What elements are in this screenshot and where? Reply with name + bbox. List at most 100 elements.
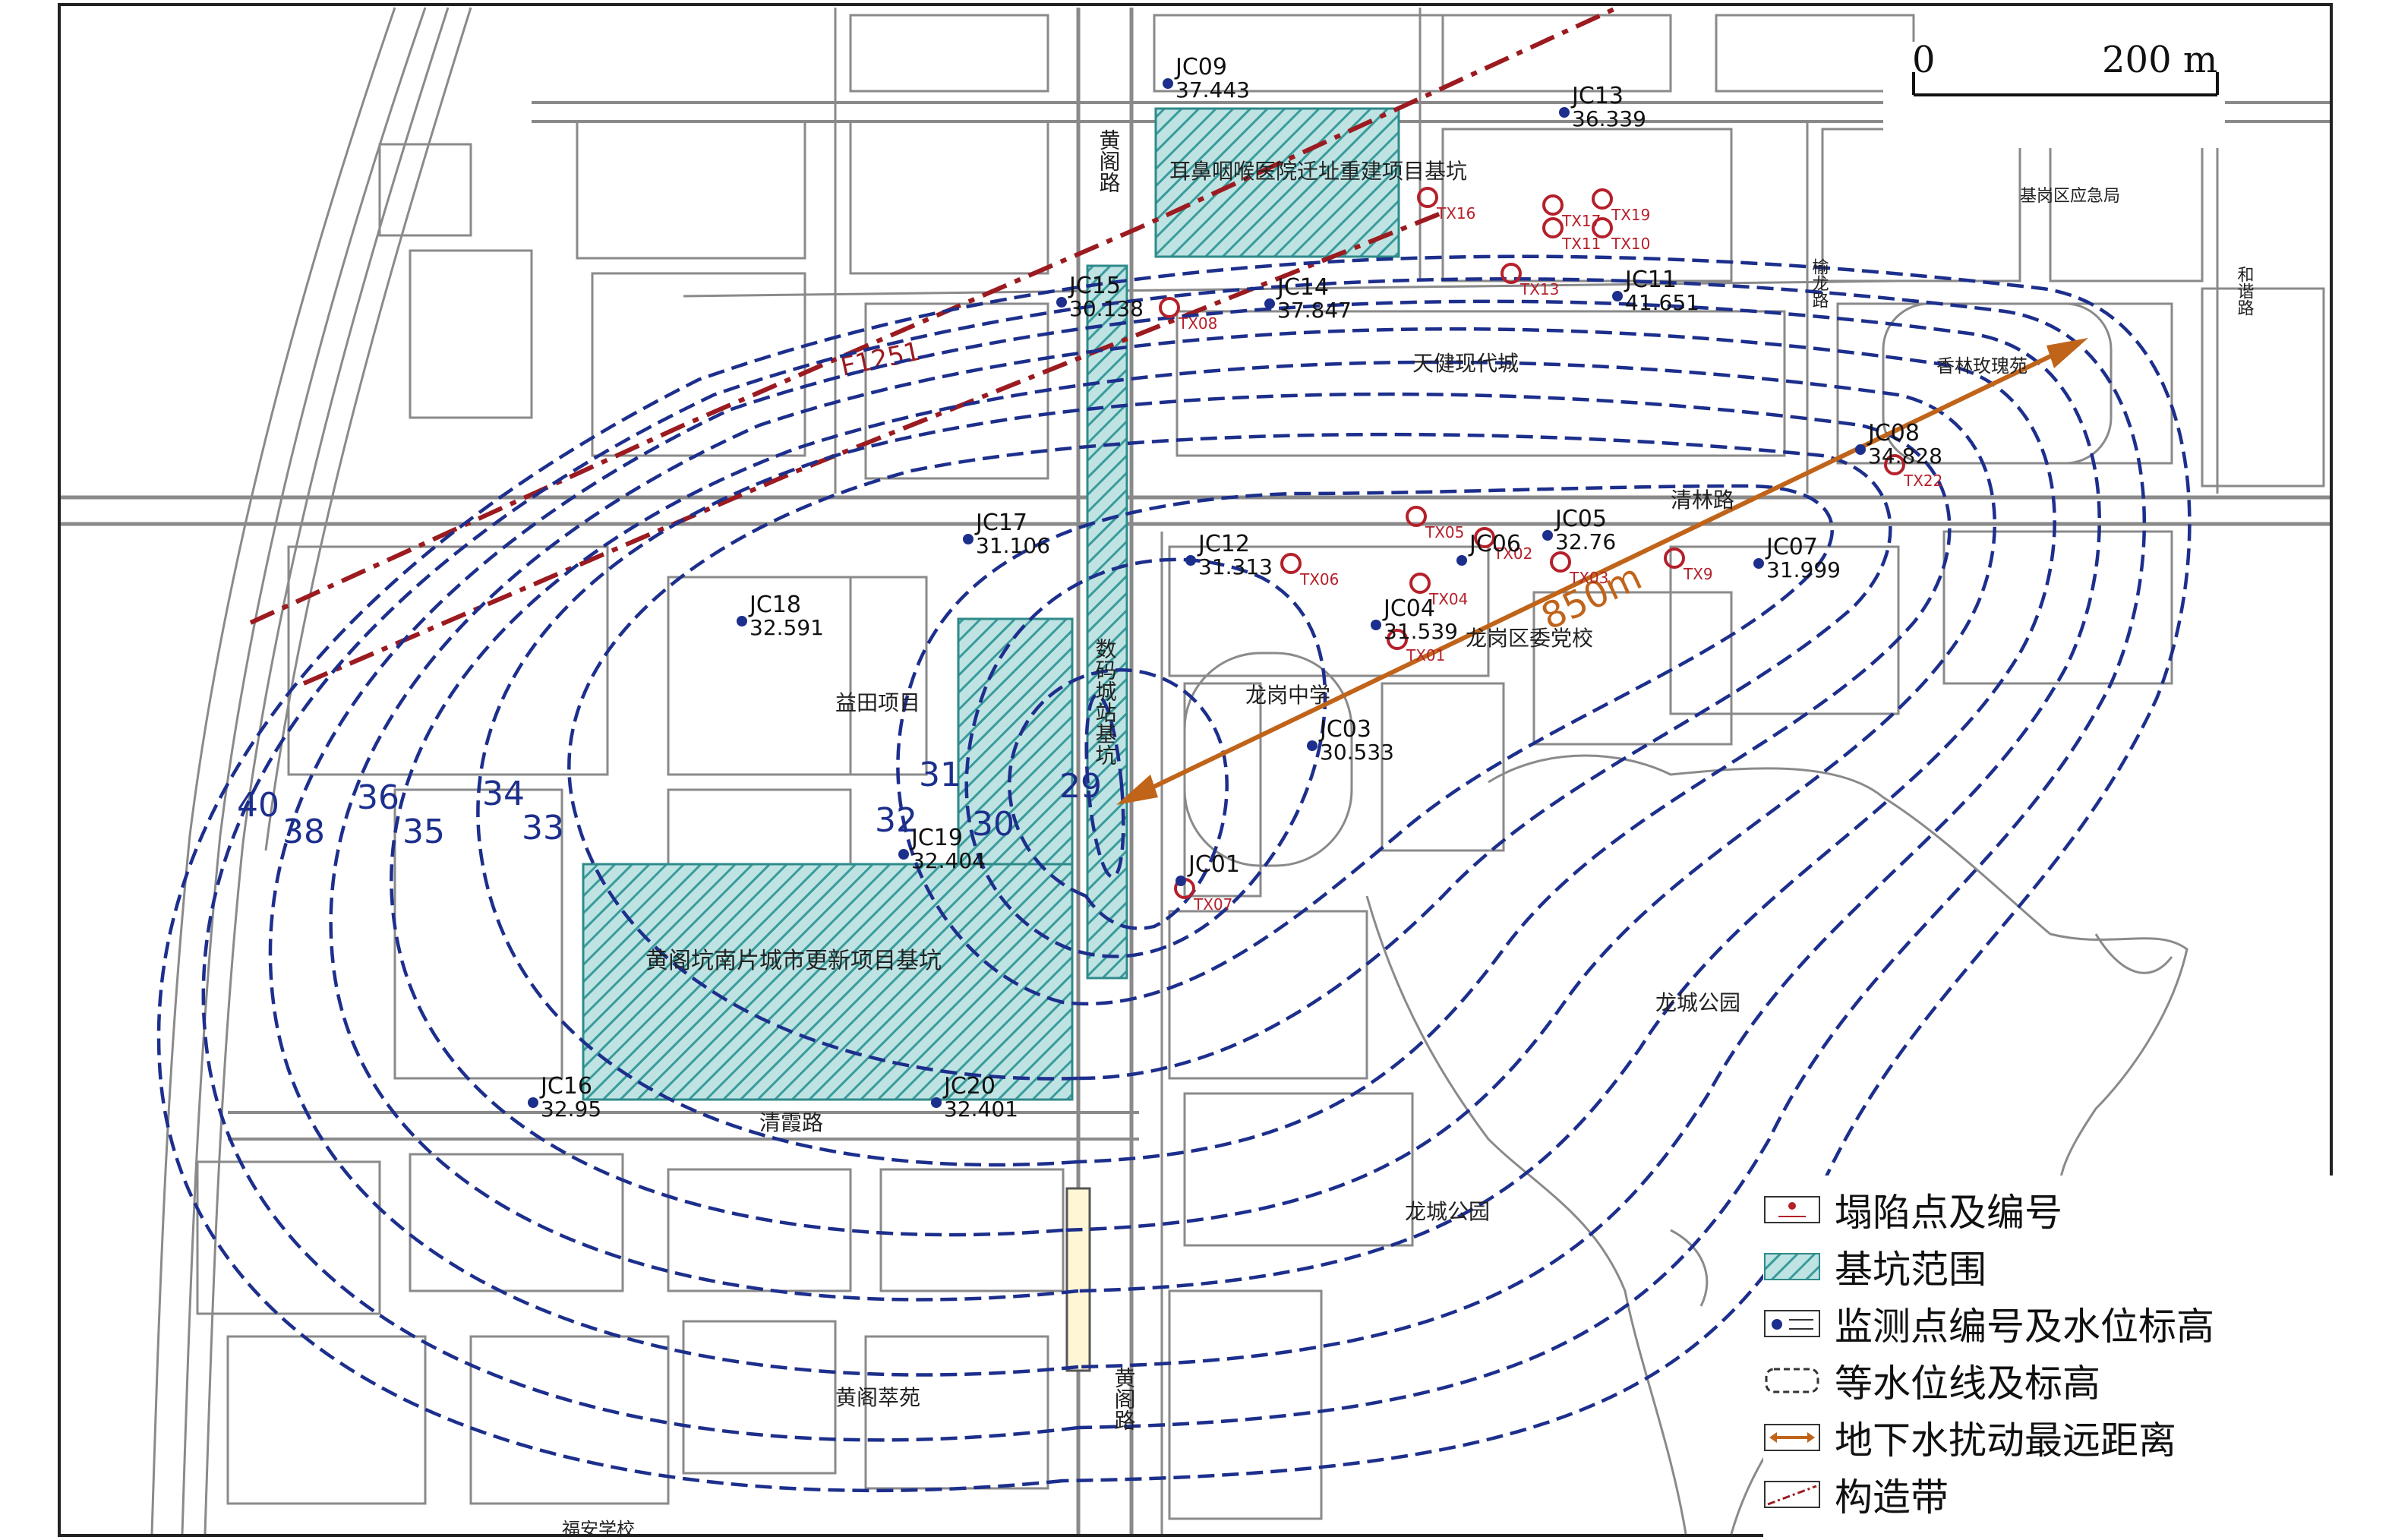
collapse-id: TX19 xyxy=(1611,206,1650,224)
pit-label: 数码城站基坑 xyxy=(1093,638,1118,765)
pit-label: 黄阁坑南片城市更新项目基坑 xyxy=(645,948,942,974)
place-label: 龙岗区委党校 xyxy=(1466,626,1593,651)
legend-pit-symbol xyxy=(1763,1252,1821,1281)
legend-fault-symbol xyxy=(1763,1480,1821,1509)
well-id: JC20 xyxy=(942,1073,996,1100)
collapse-id: TX06 xyxy=(1299,570,1339,589)
place-label: 香林玫瑰苑 xyxy=(1936,355,2028,377)
legend-label: 基坑范围 xyxy=(1835,1248,1986,1292)
well-point xyxy=(1753,558,1764,569)
contour-36 xyxy=(329,327,2056,1302)
water-level-contours xyxy=(156,254,2192,1493)
place-labels: 天健现代城 益田项目 龙岗中学 龙岗区委党校 龙城公园 龙城公园 香林玫瑰苑 基… xyxy=(562,129,2255,1540)
contour-label: 32 xyxy=(875,801,917,840)
collapse-mark xyxy=(1664,548,1685,569)
well-point xyxy=(1175,876,1186,886)
legend-distance-symbol xyxy=(1763,1423,1821,1452)
well-id: JC17 xyxy=(974,510,1027,536)
scale-start: 0 xyxy=(1912,42,1936,81)
collapse-points xyxy=(1159,187,1905,899)
contour-label: 38 xyxy=(282,813,325,851)
contour-label: 30 xyxy=(972,805,1015,844)
well-id: JC14 xyxy=(1276,274,1329,301)
place-label: 福安学校 xyxy=(562,1519,635,1540)
well-level: 30.138 xyxy=(1069,296,1144,321)
collapse-id: TX11 xyxy=(1561,235,1601,253)
contour-37 xyxy=(268,299,2101,1377)
fault-zone xyxy=(249,5,1619,686)
legend-item-fault: 构造带 xyxy=(1763,1468,1949,1521)
well-id: JC06 xyxy=(1468,531,1521,557)
well-point xyxy=(1163,78,1173,89)
well-level: 32.76 xyxy=(1555,529,1616,554)
collapse-id: TX05 xyxy=(1425,523,1464,541)
well-level: 31.999 xyxy=(1766,557,1841,582)
collapse-id: TX10 xyxy=(1611,235,1650,253)
well-id: JC04 xyxy=(1382,595,1435,622)
legend-label: 构造带 xyxy=(1835,1475,1949,1519)
legend-item-distance: 地下水扰动最远距离 xyxy=(1763,1411,2176,1464)
well-id: JC16 xyxy=(539,1073,592,1100)
legend-collapse-symbol xyxy=(1763,1195,1821,1224)
well-point xyxy=(931,1097,942,1108)
legend-label: 地下水扰动最远距离 xyxy=(1835,1419,2176,1463)
road-label: 黄阁路 xyxy=(1097,129,1122,193)
well-id: JC08 xyxy=(1867,420,1920,447)
contour-35 xyxy=(390,360,1996,1237)
well-id: JC11 xyxy=(1624,267,1677,293)
collapse-mark xyxy=(1409,573,1431,594)
well-level: 41.651 xyxy=(1625,290,1699,315)
legend-label: 监测点编号及水位标高 xyxy=(1835,1305,2214,1349)
legend-item-pit: 基坑范围 xyxy=(1763,1240,1986,1293)
well-level: 36.339 xyxy=(1572,106,1646,131)
well-point xyxy=(1456,555,1467,566)
collapse-mark xyxy=(1280,553,1302,574)
place-label: 黄阁萃苑 xyxy=(835,1385,920,1410)
well-level: 31.313 xyxy=(1198,554,1273,579)
legend-item-well: 监测点编号及水位标高 xyxy=(1763,1297,2214,1350)
well-point xyxy=(737,616,747,626)
collapse-mark xyxy=(1387,629,1408,650)
well-id: JC15 xyxy=(1068,273,1121,299)
well-level: 30.533 xyxy=(1320,740,1394,765)
collapse-id: TX02 xyxy=(1493,544,1532,563)
road-label: 和谐路 xyxy=(2235,266,2255,316)
legend-label: 等水位线及标高 xyxy=(1835,1362,2100,1406)
collapse-id: TX16 xyxy=(1436,204,1475,222)
well-point xyxy=(963,534,974,544)
well-id: JC18 xyxy=(748,592,801,618)
well-id: JC12 xyxy=(1197,531,1250,557)
base-map xyxy=(61,7,2330,1535)
contour-label: 31 xyxy=(919,756,961,794)
well-id: JC01 xyxy=(1187,851,1240,878)
well-point xyxy=(1371,620,1381,630)
collapse-mark xyxy=(1592,188,1613,210)
well-id: JC09 xyxy=(1174,54,1227,80)
contour-34 xyxy=(476,392,1952,1167)
legend-item-contour: 等水位线及标高 xyxy=(1763,1354,2100,1407)
place-label: 基岗区应急局 xyxy=(2020,187,2120,206)
well-level: 32.95 xyxy=(541,1097,601,1122)
contour-label: 29 xyxy=(1059,767,1102,806)
contour-label: 36 xyxy=(357,778,399,817)
contour-labels: 40 38 36 35 34 33 32 31 30 29 xyxy=(237,756,1102,851)
contour-31 xyxy=(964,557,1327,958)
collapse-mark xyxy=(1542,194,1564,216)
collapse-mark xyxy=(1592,217,1613,238)
collapse-id: TX07 xyxy=(1193,895,1232,914)
collapse-mark xyxy=(1474,527,1495,548)
collapse-id: TX01 xyxy=(1406,646,1445,664)
collapse-id: TX9 xyxy=(1683,565,1713,583)
pit-label: 耳鼻咽喉医院迁址重建项目基坑 xyxy=(1169,159,1467,184)
well-level: 32.404 xyxy=(911,848,986,873)
well-id: JC05 xyxy=(1554,506,1607,532)
scale-bar: 0 200 m xyxy=(1883,39,2225,148)
well-point xyxy=(1559,107,1570,118)
collapse-id: TX03 xyxy=(1569,569,1608,587)
well-level: 34.828 xyxy=(1868,443,1942,469)
collapse-id: TX08 xyxy=(1178,314,1217,333)
place-label: 天健现代城 xyxy=(1412,351,1519,376)
well-level: 37.847 xyxy=(1277,298,1352,323)
well-id: JC07 xyxy=(1765,534,1818,560)
